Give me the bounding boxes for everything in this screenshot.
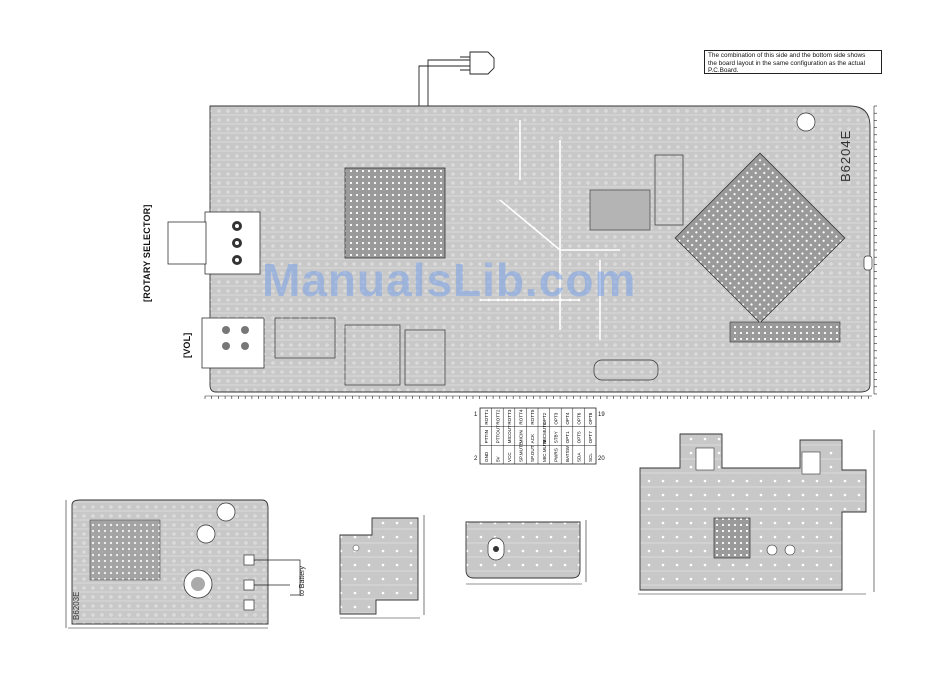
pin-right-number-1: 19 [598,412,605,418]
pin-left-number-1: 1 [474,412,478,418]
note-line-2: the board layout in the same configurati… [708,59,866,67]
pin-table-cell: OPT4 [565,412,570,424]
to-battery-label: to Battery [299,566,306,596]
pin-table-cell: SP.MUTE [519,442,524,462]
pin-table-cell: SP.OUT [530,445,535,462]
pin-right-number-2: 20 [598,456,605,462]
pin-table-cell: OPT6 [577,412,582,424]
pin-table-cell: SCL [588,453,593,462]
pin-table-cell: OPT8 [588,412,593,424]
pin-table-cell: PTTIN [484,430,489,443]
pin-table-cell: PWRS [553,448,558,462]
pin-table-cell: PTTOUT [495,425,500,443]
pin-table-cell: ROTT1 [484,409,489,425]
pin-table-cell: 5V [495,455,500,462]
pin-table-cell: OPT1 [565,431,570,443]
watermark-text: ManualsLib.com [262,254,637,306]
pin-table-cell: OPT2 [542,412,547,424]
pin-table-cell: OPT3 [553,412,558,424]
main-board [167,105,873,393]
small-board-middle-2 [465,520,587,585]
pin-table-cell: ROTT4 [519,409,524,425]
board-code-small: B6203E [72,591,81,620]
small-board-left [65,499,301,629]
pin-table-cell: GND [484,451,489,462]
pin-table-cell: OPT5 [577,431,582,443]
vol-label: [VOL] [182,332,192,359]
pin-table-cell: ROTT2 [495,409,500,425]
pin-table-cell: ROTT5 [530,409,535,425]
board-code-main: B6204E [838,129,853,182]
pin-table-cell: VCC [507,452,512,462]
pin-table-cell: ACK [530,433,535,443]
small-board-middle-1 [339,515,425,619]
pin-table-cell: BATSW [565,445,570,462]
pin-left-number-2: 2 [474,456,478,462]
pin-table-cell: MIC.MUTE [542,439,547,462]
pin-table-cell: ROTT3 [507,409,512,425]
pin-table-cell: MICOUT [507,425,512,443]
note-line-1: The combination of this side and the bot… [708,52,866,59]
small-board-right [638,430,875,595]
pin-table-cell: SDA [577,452,582,462]
pin-table-cell: OPT7 [588,431,593,443]
rotary-selector-label: [ROTARY SELECTOR] [142,204,152,302]
main-board-rulers [204,105,877,399]
pin-table-cell: MICIN [519,430,524,443]
pin-table-cell: STBY [553,431,558,443]
note-line-3: P.C.Board. [708,67,739,75]
pin-table-cell: MICMUTE [542,422,547,443]
board-layout-note: The combination of this side and the bot… [704,50,882,74]
